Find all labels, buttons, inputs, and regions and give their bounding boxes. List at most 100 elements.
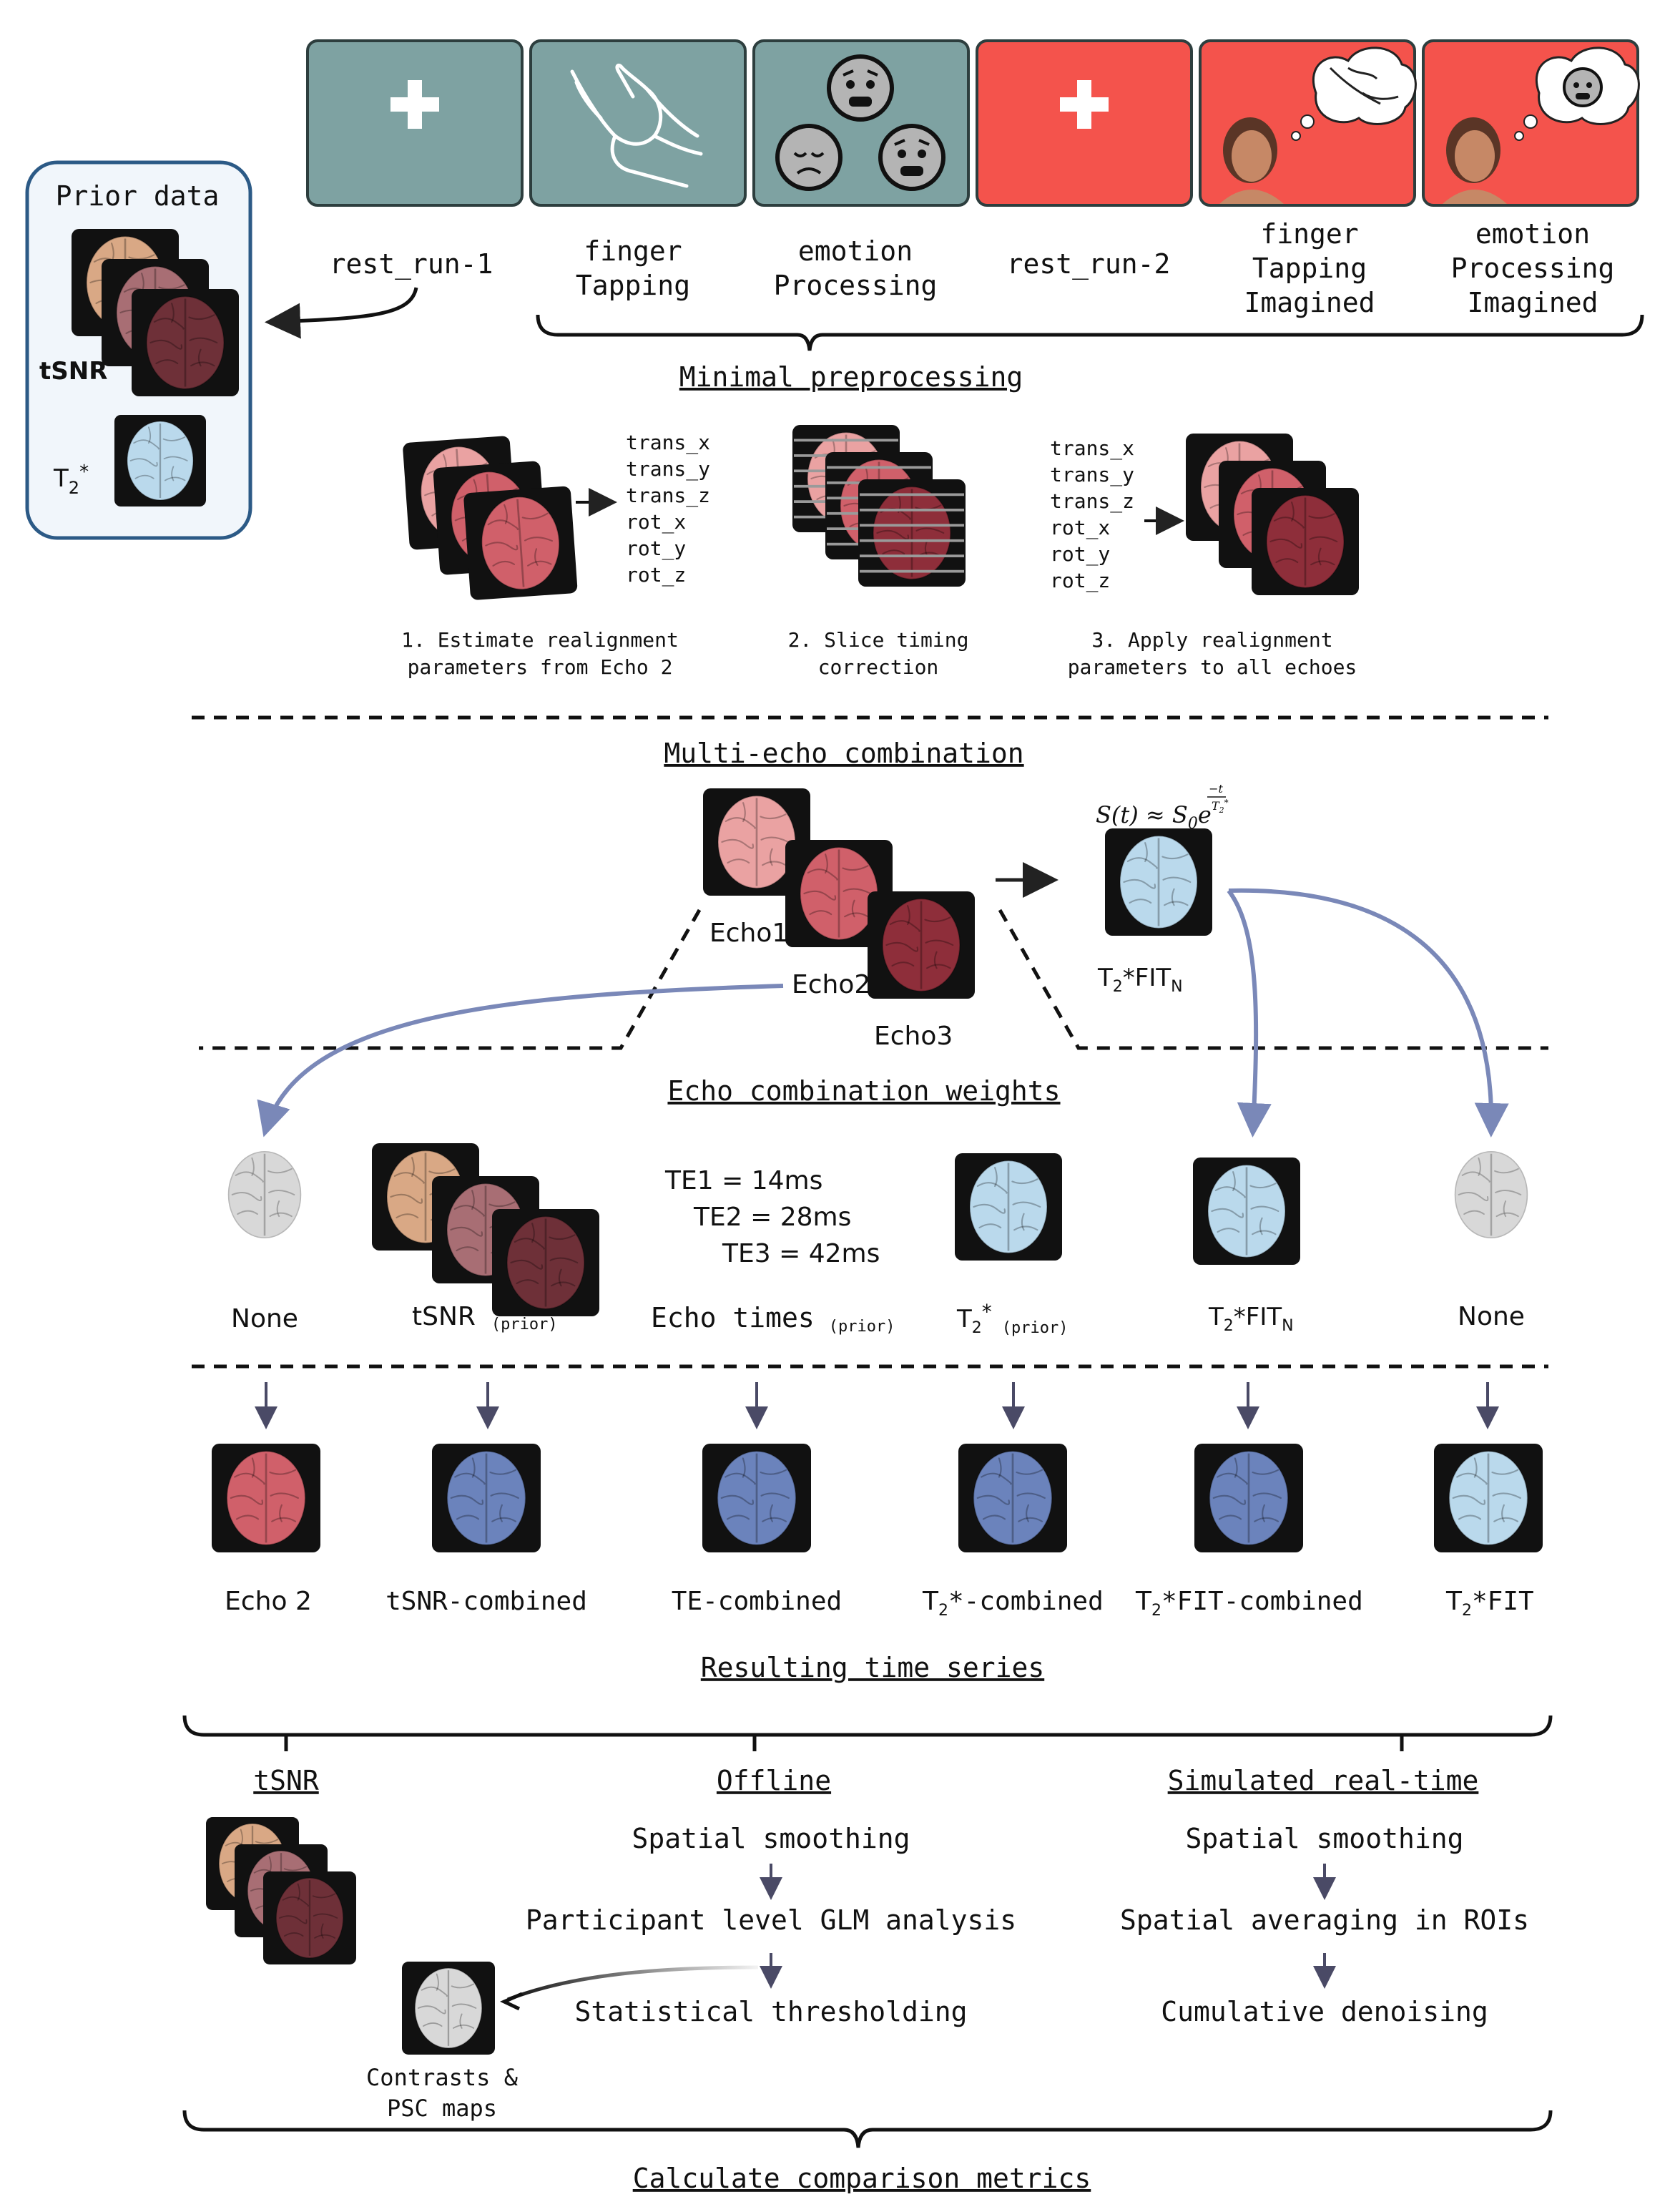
contrast-label-line1: Contrasts & <box>366 2064 519 2091</box>
equation-exponent-denominator: T2* <box>1212 798 1229 815</box>
person-thinking-icon <box>1443 47 1640 204</box>
fixation-cross-icon <box>1060 80 1109 129</box>
step-2-line2: correction <box>818 655 939 679</box>
brace-runs <box>536 314 1644 351</box>
series-t2fit-brain <box>1434 1444 1543 1552</box>
param: trans_z <box>1050 489 1134 514</box>
panel-rest-run-2 <box>976 39 1193 207</box>
time-series-title: Resulting time series <box>701 1652 1044 1683</box>
run-label-emotion-imagined-line3: Imagined <box>1467 287 1598 318</box>
analysis-offline-title: Offline <box>717 1765 831 1796</box>
arrow-rest-to-prior <box>265 287 418 339</box>
echo1-label: Echo1 <box>709 919 788 948</box>
run-label-finger-imagined-line1: finger <box>1260 218 1358 250</box>
param: rot_x <box>1050 516 1110 540</box>
step-2-line1: 2. Slice timing <box>788 628 969 652</box>
prior-data-title: Prior data <box>56 180 220 212</box>
brain-icon <box>263 1871 356 1964</box>
contrast-labels: Contrasts & PSC maps <box>366 2064 519 2122</box>
prior-t2-label: T2* <box>53 461 89 498</box>
weight-none-label: None <box>1458 1302 1525 1331</box>
hand-finger-tapping-icon <box>570 63 703 188</box>
analysis-tsnr-title: tSNR <box>253 1765 319 1796</box>
weight-echo-times-label: Echo times(prior) <box>651 1302 895 1336</box>
run-label-emotion-imagined-line2: Processing <box>1451 253 1615 284</box>
series-te-label: TE-combined <box>672 1587 842 1616</box>
arrow-fitn-to-none <box>1228 888 1509 1137</box>
contrast-brain <box>402 1962 495 2055</box>
analysis-columns: tSNR Offline Simulated real-time Spatial… <box>253 1765 1529 2027</box>
brain-icon <box>1105 828 1212 936</box>
equation-lhs: S(t) ≈ S0e <box>1096 801 1212 833</box>
signal-decay-equation: S(t) ≈ S0e −t T2* <box>1096 782 1229 833</box>
echo-times-list: TE1 = 14ms TE2 = 28ms TE3 = 42ms <box>664 1166 880 1268</box>
brace-analysis <box>182 1715 1553 1737</box>
weight-none-brain <box>227 1150 302 1239</box>
brain-icon <box>492 1209 599 1316</box>
weights-title: Echo combination weights <box>667 1075 1060 1107</box>
realtime-step: Spatial averaging in ROIs <box>1120 1904 1529 1936</box>
weight-tsnr-label: tSNR(prior) <box>412 1302 558 1333</box>
series-t2fit-combined-brain <box>1194 1444 1303 1552</box>
panel-emotion-processing-imagined <box>1422 39 1640 207</box>
brain-icon <box>1252 488 1359 595</box>
param: rot_z <box>1050 569 1110 593</box>
brain-icon <box>958 1444 1067 1552</box>
run-label-finger-imagined-line2: Tapping <box>1252 253 1367 284</box>
arrow-fitn-to-weights <box>1227 889 1272 1137</box>
prior-tsnr-brain-stack <box>72 229 239 396</box>
realignment-params-list-2: trans_x trans_y trans_z rot_x rot_y rot_… <box>1050 436 1134 593</box>
series-tsnr-combined-brain <box>432 1444 541 1552</box>
echo-time: TE2 = 28ms <box>693 1203 851 1232</box>
run-label-emotion-processing-line2: Processing <box>774 270 938 301</box>
panel-emotion-processing <box>752 39 970 207</box>
brain-icon <box>1434 1444 1543 1552</box>
param: rot_x <box>626 510 686 534</box>
brain-icon <box>227 1150 302 1239</box>
param: trans_y <box>1050 463 1134 487</box>
echo-time: TE1 = 14ms <box>664 1166 822 1195</box>
brain-icon <box>955 1153 1062 1261</box>
task-panels <box>306 39 1640 207</box>
arrow-to-contrasts <box>507 1965 759 2002</box>
weight-labels: None tSNR(prior) Echo times(prior) T2*(p… <box>231 1300 1525 1337</box>
worried-faces-icon <box>775 54 945 191</box>
t2-fitn-label: T2*FITN <box>1097 964 1183 996</box>
brain-icon <box>463 486 578 600</box>
param: trans_x <box>1050 436 1134 461</box>
weight-t2-brain <box>955 1153 1062 1261</box>
fixation-cross-icon <box>390 80 439 129</box>
offline-step: Spatial smoothing <box>632 1823 910 1854</box>
step-1-line2: parameters from Echo 2 <box>408 655 673 679</box>
weight-none-brain <box>1454 1150 1528 1239</box>
weight-fitn-brain <box>1193 1158 1300 1265</box>
echo-time: TE3 = 42ms <box>722 1239 880 1268</box>
analysis-realtime-title: Simulated real-time <box>1168 1765 1479 1796</box>
series-labels: Echo 2 tSNR-combined TE-combined T2*-com… <box>225 1587 1534 1620</box>
brain-icon <box>1194 1444 1303 1552</box>
brain-icon <box>132 289 239 396</box>
minimal-preprocessing-title: Minimal preprocessing <box>679 361 1023 393</box>
analysis-step-arrows <box>760 1864 1336 1989</box>
series-t2-label: T2*-combined <box>922 1587 1104 1620</box>
panel-finger-tapping-imagined <box>1199 39 1417 207</box>
weight-t2-label: T2*(prior) <box>956 1300 1069 1337</box>
param: rot_y <box>1050 542 1110 567</box>
brain-icon <box>212 1444 320 1552</box>
panel-rest-run-1 <box>306 39 524 207</box>
offline-step: Participant level GLM analysis <box>526 1904 1016 1936</box>
run-label-emotion-processing-line1: emotion <box>798 235 913 267</box>
prior-data-box: Prior data tSNR T2* <box>25 160 252 540</box>
param: trans_x <box>626 431 710 455</box>
series-echo2-label: Echo 2 <box>225 1587 312 1616</box>
weight-tsnr-brain-stack <box>372 1143 599 1316</box>
realignment-params-list-1: trans_x trans_y trans_z rot_x rot_y rot_… <box>626 431 710 587</box>
weight-to-series-arrows <box>255 1382 1499 1429</box>
t2-fitn-brain <box>1105 828 1212 936</box>
echo3-label: Echo3 <box>874 1022 953 1051</box>
series-tsnr-label: tSNR-combined <box>385 1587 587 1616</box>
step-3-line1: 3. Apply realignment <box>1091 628 1332 652</box>
run-label-rest-run-2: rest_run-2 <box>1007 248 1171 280</box>
param: rot_y <box>626 537 686 561</box>
